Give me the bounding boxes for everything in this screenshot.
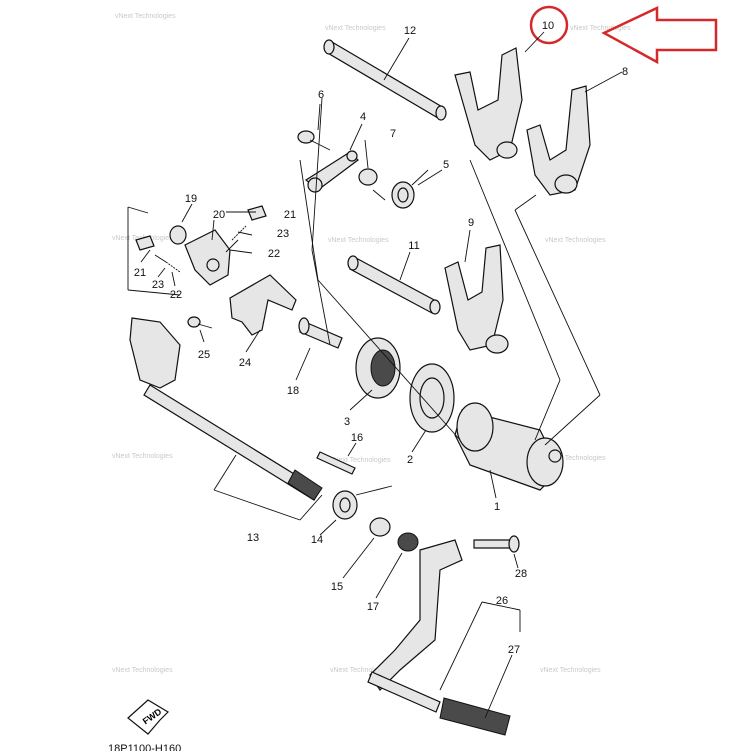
watermark: vNext Technologies	[570, 25, 631, 32]
part-18-bolt	[298, 317, 343, 349]
label-part-23: 23	[152, 279, 164, 291]
drawing-code: 18P1100-H160	[108, 743, 181, 751]
label-part-19: 19	[185, 193, 197, 205]
highlight-circle	[529, 5, 569, 45]
label-part-2: 2	[407, 454, 413, 466]
label-part-1: 1	[494, 501, 500, 513]
part-24-plate	[229, 274, 297, 336]
part-21-pin	[247, 205, 267, 221]
part-15-washer	[369, 517, 391, 537]
watermark: vNext Technologies	[112, 453, 173, 460]
part-5-torsion-spring	[372, 169, 429, 209]
label-part-13: 13	[247, 532, 259, 544]
label-part-22: 22	[268, 248, 280, 260]
label-part-22: 22	[170, 289, 182, 301]
label-part-17: 17	[367, 601, 379, 613]
part-11-shift-fork-shaft	[347, 255, 441, 315]
label-part-10: 10	[542, 20, 554, 32]
label-part-16: 16	[351, 432, 363, 444]
part-21-pin	[135, 235, 155, 251]
part-1-shift-drum	[454, 402, 564, 491]
part-3-segment	[355, 337, 401, 399]
part-6-bolt	[297, 130, 331, 151]
watermark: vNext Technologies	[545, 455, 606, 462]
label-part-5: 5	[443, 159, 449, 171]
leader-lines	[127, 31, 623, 719]
label-part-28: 28	[515, 568, 527, 580]
highlight-arrow	[601, 6, 718, 65]
label-part-3: 3	[344, 416, 350, 428]
label-part-4: 4	[360, 111, 366, 123]
watermark: vNext Technologies	[545, 237, 606, 244]
watermark: vNext Technologies	[112, 667, 173, 674]
fwd-direction-indicator: FWD	[127, 699, 169, 735]
part-25-bolt	[187, 316, 213, 329]
label-part-15: 15	[331, 581, 343, 593]
watermark: vNext Technologies	[328, 237, 389, 244]
label-part-6: 6	[318, 89, 324, 101]
label-part-21: 21	[284, 209, 296, 221]
label-part-9: 9	[468, 217, 474, 229]
watermark: vNext Technologies	[330, 667, 391, 674]
part-16-pin	[316, 451, 356, 475]
label-part-24: 24	[239, 357, 251, 369]
part-23-spring	[231, 225, 247, 241]
label-part-26: 26	[496, 595, 508, 607]
watermark: vNext Technologies	[330, 457, 391, 464]
watermark: vNext Technologies	[115, 13, 176, 20]
label-part-12: 12	[404, 25, 416, 37]
label-part-23: 23	[277, 228, 289, 240]
part-14-return-spring	[332, 485, 393, 520]
part-13-shift-shaft	[129, 317, 323, 501]
part-2-bearing	[409, 363, 455, 433]
part-8-shift-fork	[526, 85, 591, 196]
label-part-21: 21	[134, 267, 146, 279]
part-22-pin	[225, 239, 239, 253]
watermark: vNext Technologies	[325, 25, 386, 32]
part-10-shift-fork	[454, 47, 523, 161]
part-7-washer	[358, 168, 378, 186]
part-28-bolt	[473, 535, 520, 553]
part-20-shift-lever	[184, 229, 231, 286]
part-22-spring	[165, 261, 181, 273]
part-17-oil-seal	[397, 532, 419, 552]
part-9-shift-fork	[444, 244, 509, 354]
part-23-pin	[154, 254, 167, 263]
label-part-8: 8	[622, 66, 628, 78]
part-26-shift-pedal	[367, 539, 511, 736]
label-part-18: 18	[287, 385, 299, 397]
part-4-stopper-lever	[304, 150, 359, 193]
part-labels: 10 12 8 6 4 7 5 19 20 21 9 23 11 22 21 2…	[134, 20, 628, 656]
part-19-washer	[169, 225, 187, 245]
label-part-27: 27	[508, 644, 520, 656]
label-part-11: 11	[408, 240, 419, 252]
label-part-14: 14	[311, 534, 323, 546]
label-part-20: 20	[213, 209, 225, 221]
label-part-25: 25	[198, 349, 210, 361]
watermark: vNext Technologies	[540, 667, 601, 674]
label-part-7: 7	[390, 128, 396, 140]
part-12-shift-fork-shaft	[323, 39, 447, 121]
